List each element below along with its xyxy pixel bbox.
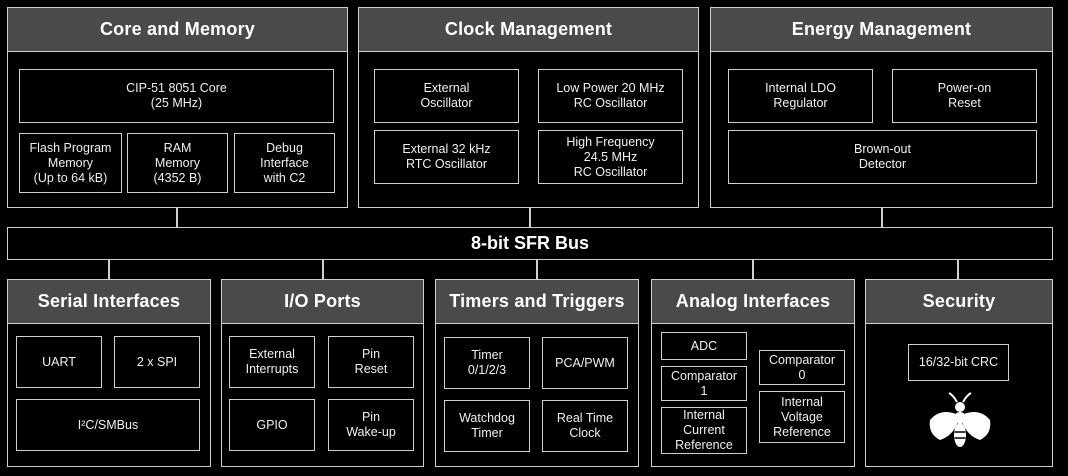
ldo-regulator-block: Internal LDO Regulator xyxy=(728,69,873,123)
security-bus-connector xyxy=(957,260,959,279)
i2c-smbus-block: I²C/SMBus xyxy=(16,399,200,451)
core-memory-title: Core and Memory xyxy=(8,8,347,52)
high-frequency-oscillator-block: High Frequency 24.5 MHz RC Oscillator xyxy=(538,130,683,184)
io-bus-connector xyxy=(322,260,324,279)
pca-pwm-block: PCA/PWM xyxy=(542,337,628,389)
bee-logo-icon xyxy=(929,392,991,447)
analog-bus-connector xyxy=(752,260,754,279)
real-time-clock-block: Real Time Clock xyxy=(542,400,628,452)
debug-interface-block: Debug Interface with C2 xyxy=(234,133,335,193)
security-panel: Security xyxy=(865,279,1053,467)
low-power-oscillator-block: Low Power 20 MHz RC Oscillator xyxy=(538,69,683,123)
io-ports-title: I/O Ports xyxy=(222,280,423,324)
internal-voltage-reference-block: Internal Voltage Reference xyxy=(759,391,845,443)
internal-current-reference-block: Internal Current Reference xyxy=(661,407,747,454)
analog-interfaces-panel: Analog Interfaces xyxy=(651,279,855,467)
pin-wakeup-block: Pin Wake-up xyxy=(328,399,414,451)
cip51-core-block: CIP-51 8051 Core (25 MHz) xyxy=(19,69,334,123)
clock-management-title: Clock Management xyxy=(359,8,698,52)
timer-block: Timer 0/1/2/3 xyxy=(444,337,530,389)
flash-memory-block: Flash Program Memory (Up to 64 kB) xyxy=(19,133,122,193)
core-bus-connector xyxy=(176,208,178,227)
security-title: Security xyxy=(866,280,1052,324)
analog-interfaces-title: Analog Interfaces xyxy=(652,280,854,324)
power-on-reset-block: Power-on Reset xyxy=(892,69,1037,123)
energy-bus-connector xyxy=(881,208,883,227)
comparator-1-block: Comparator 1 xyxy=(661,366,747,401)
gpio-block: GPIO xyxy=(229,399,315,451)
serial-bus-connector xyxy=(108,260,110,279)
timers-triggers-title: Timers and Triggers xyxy=(436,280,638,324)
watchdog-timer-block: Watchdog Timer xyxy=(444,400,530,452)
energy-management-title: Energy Management xyxy=(711,8,1052,52)
timers-bus-connector xyxy=(536,260,538,279)
rtc-oscillator-block: External 32 kHz RTC Oscillator xyxy=(374,130,519,184)
serial-interfaces-title: Serial Interfaces xyxy=(8,280,210,324)
external-interrupts-block: External Interrupts xyxy=(229,336,315,388)
energy-management-panel: Energy Management xyxy=(710,7,1053,208)
spi-block: 2 x SPI xyxy=(114,336,200,388)
ram-memory-block: RAM Memory (4352 B) xyxy=(127,133,228,193)
brown-out-detector-block: Brown-out Detector xyxy=(728,130,1037,184)
external-oscillator-block: External Oscillator xyxy=(374,69,519,123)
serial-interfaces-panel: Serial Interfaces xyxy=(7,279,211,467)
crc-block: 16/32-bit CRC xyxy=(908,344,1009,381)
timers-triggers-panel: Timers and Triggers xyxy=(435,279,639,467)
clock-bus-connector xyxy=(529,208,531,227)
uart-block: UART xyxy=(16,336,102,388)
adc-block: ADC xyxy=(661,332,747,360)
core-memory-panel: Core and Memory xyxy=(7,7,348,208)
io-ports-panel: I/O Ports xyxy=(221,279,424,467)
pin-reset-block: Pin Reset xyxy=(328,336,414,388)
clock-management-panel: Clock Management xyxy=(358,7,699,208)
comparator-0-block: Comparator 0 xyxy=(759,350,845,385)
sfr-bus: 8-bit SFR Bus xyxy=(7,227,1053,260)
